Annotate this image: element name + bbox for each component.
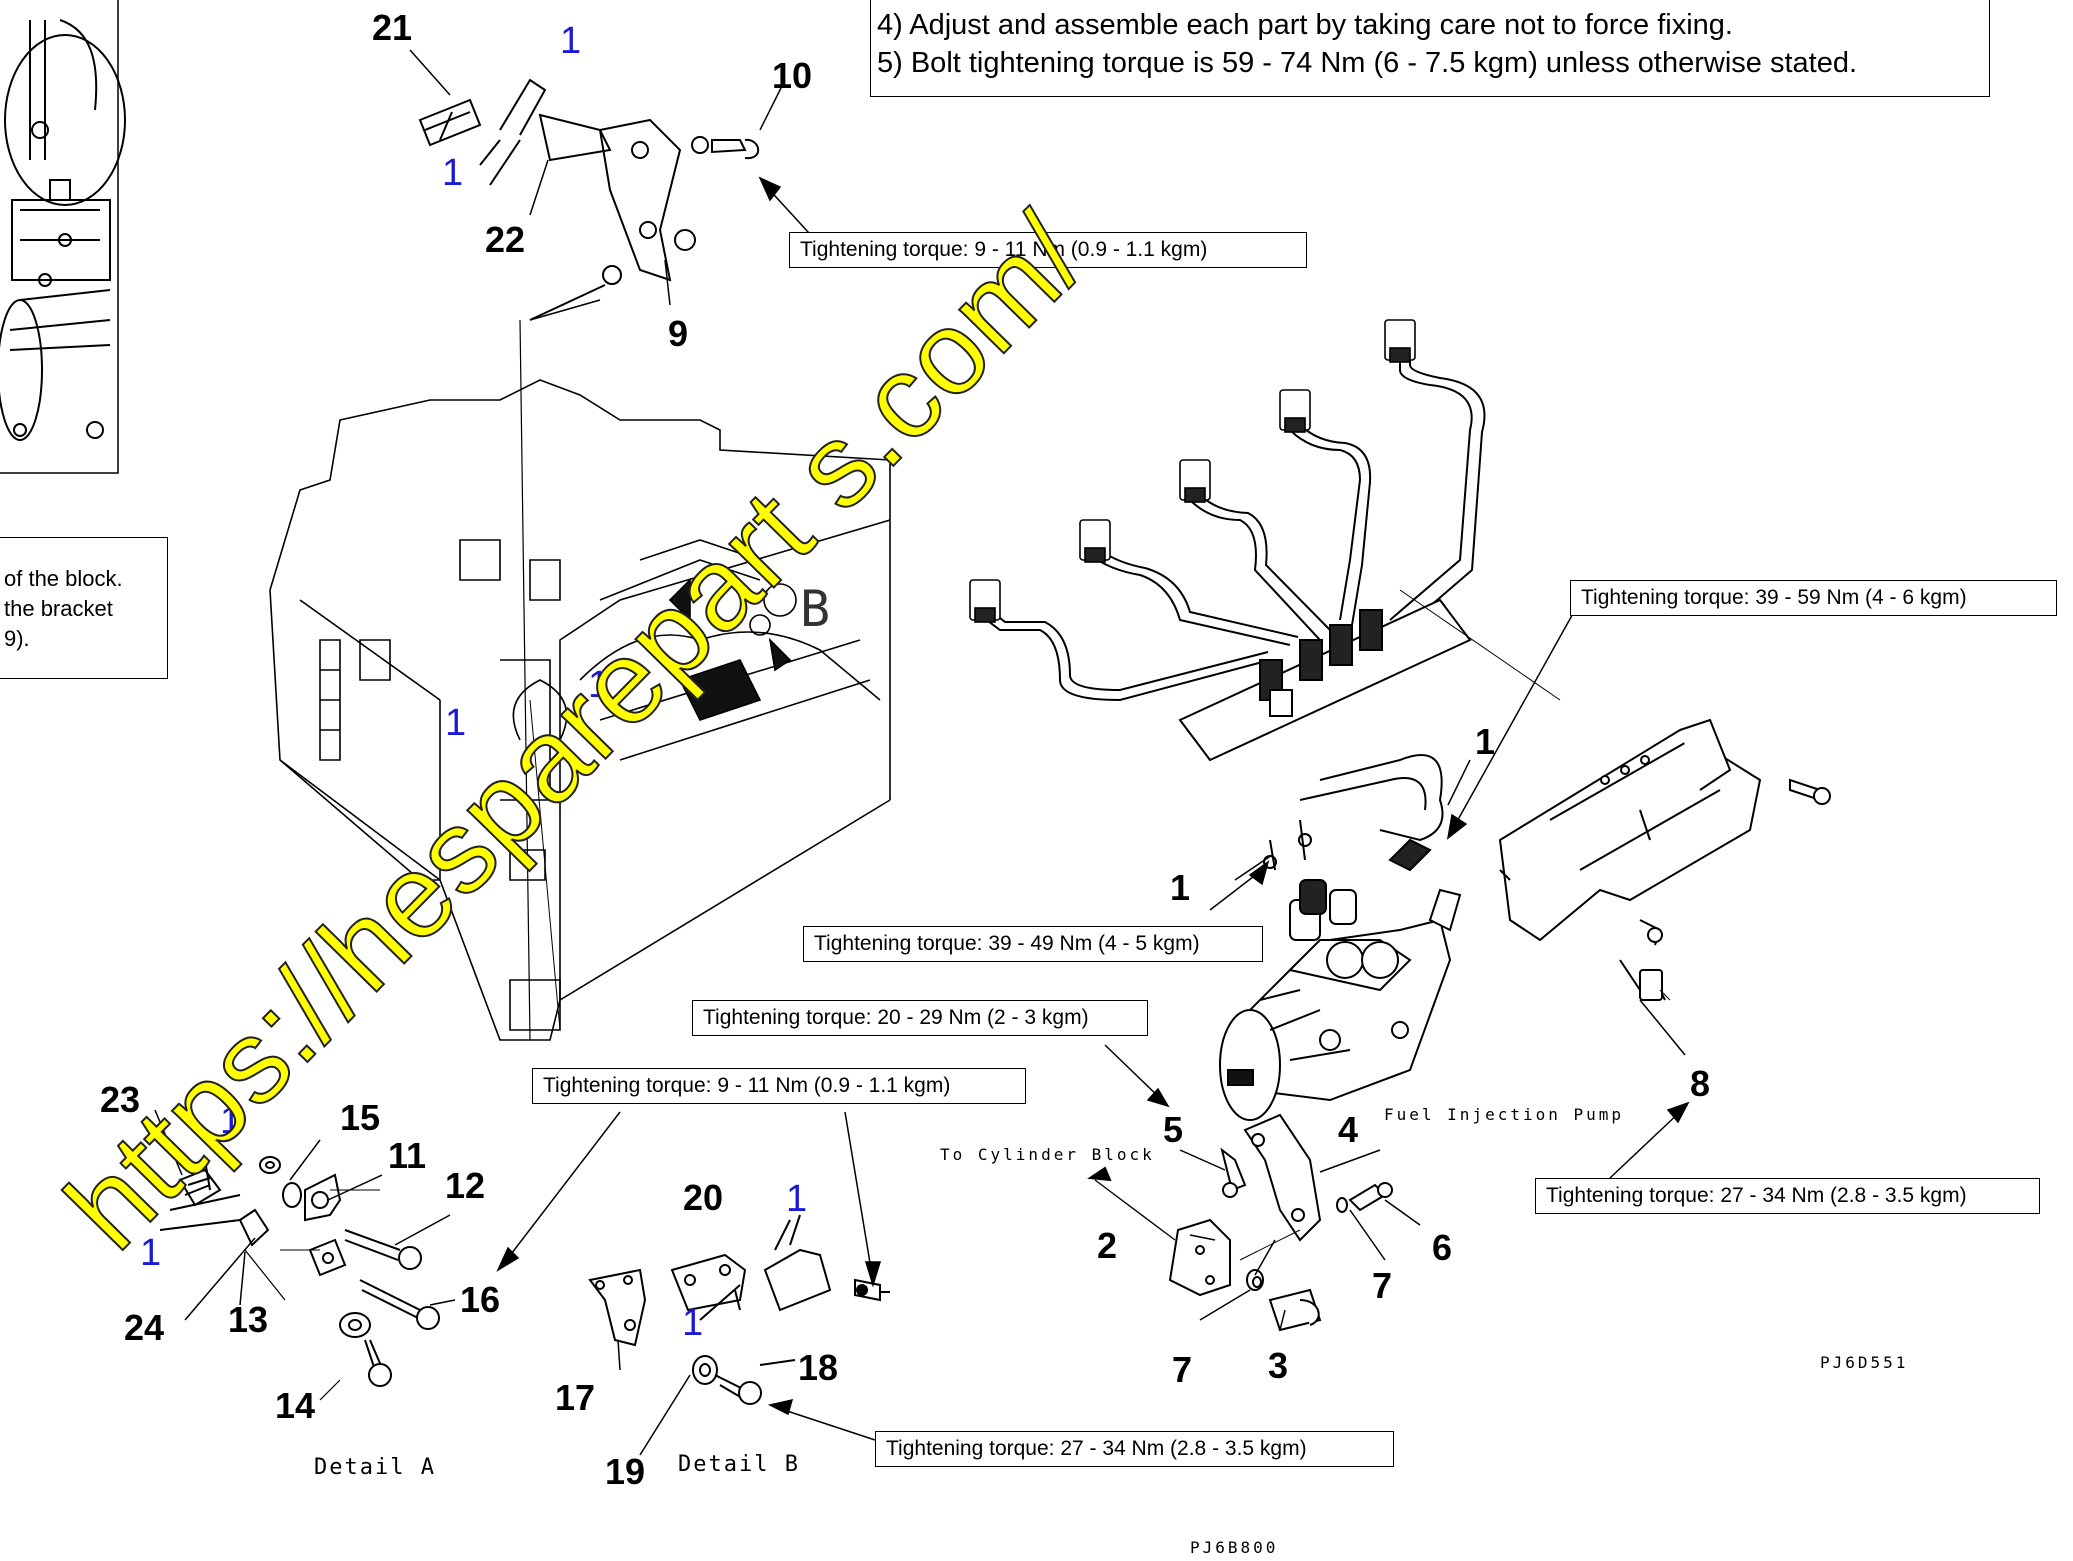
- pump-bracket-parts: [1087, 1113, 1393, 1332]
- torque-callout-bolt-18: Tightening torque: 27 - 34 Nm (2.8 - 3.5…: [875, 1431, 1394, 1467]
- part-number-16: 16: [460, 1279, 501, 1320]
- part-number-23: 23: [100, 1079, 141, 1120]
- left-note: of the block. the bracket 9).: [0, 537, 168, 679]
- detail-b-parts: [588, 1214, 890, 1405]
- left-note-line-2: the bracket: [4, 596, 113, 621]
- part-number-12: 12: [445, 1165, 486, 1206]
- part-number-5: 5: [1163, 1109, 1184, 1150]
- part-number-14: 14: [275, 1385, 316, 1426]
- pump-bracket-plate: [1399, 589, 1831, 1001]
- torque-callout-detail-b: Tightening torque: 9 - 11 Nm (0.9 - 1.1 …: [532, 1068, 1026, 1104]
- torque-callout-pipes: Tightening torque: 39 - 59 Nm (4 - 6 kgm…: [1570, 580, 2057, 616]
- part-number-1-upper: 1: [1475, 721, 1496, 762]
- reference-mark: 1: [442, 152, 464, 194]
- part-number-24: 24: [124, 1307, 165, 1348]
- reference-mark: 1: [682, 1302, 704, 1344]
- part-number-13: 13: [228, 1299, 269, 1340]
- fuel-injection-pump-label: Fuel Injection Pump: [1384, 1105, 1625, 1124]
- torque-callout-sensor-8: Tightening torque: 27 - 34 Nm (2.8 - 3.5…: [1535, 1178, 2040, 1214]
- part-number-15: 15: [340, 1097, 381, 1138]
- detail-b-marker: B: [800, 580, 831, 638]
- reference-mark: 1: [140, 1232, 162, 1274]
- part-number-7-left: 7: [1172, 1349, 1193, 1390]
- fuel-injection-pump: [1219, 879, 1462, 1121]
- top-bracket-assembly: [418, 78, 760, 321]
- part-number-18: 18: [798, 1347, 839, 1388]
- part-number-9: 9: [668, 313, 689, 354]
- reference-mark: 1: [588, 664, 610, 706]
- reference-mark: 1: [560, 20, 582, 62]
- to-cylinder-block-label: To Cylinder Block: [940, 1145, 1155, 1164]
- note-4: 4) Adjust and assemble each part by taki…: [877, 9, 1733, 41]
- part-number-19: 19: [605, 1451, 646, 1492]
- leader-lines: [154, 49, 1690, 1456]
- reference-mark: 1: [786, 1178, 808, 1220]
- part-number-2: 2: [1097, 1225, 1118, 1266]
- part-number-4: 4: [1338, 1109, 1359, 1150]
- part-number-11: 11: [388, 1135, 427, 1176]
- detail-b-label: Detail B: [678, 1452, 800, 1477]
- part-number-17: 17: [555, 1377, 596, 1418]
- fuel-pipes: [969, 319, 1486, 872]
- torque-callout-top: Tightening torque: 9 - 11 Nm (0.9 - 1.1 …: [789, 232, 1307, 268]
- part-number-10: 10: [772, 55, 813, 96]
- part-number-3: 3: [1268, 1345, 1289, 1386]
- part-number-7-right: 7: [1372, 1265, 1393, 1306]
- detail-a-parts: [159, 1156, 440, 1401]
- reference-mark: 1: [220, 1100, 242, 1142]
- inset-diagram: [0, 0, 126, 474]
- part-number-1-lower: 1: [1170, 867, 1191, 908]
- part-number-21: 21: [372, 7, 413, 48]
- part-number-20: 20: [683, 1177, 724, 1218]
- left-note-line-1: of the block.: [4, 566, 123, 591]
- drawing-code-pump: PJ6D551: [1820, 1353, 1909, 1372]
- torque-callout-bolt-5: Tightening torque: 20 - 29 Nm (2 - 3 kgm…: [692, 1000, 1148, 1036]
- reference-mark: 1: [445, 702, 467, 744]
- part-number-22: 22: [485, 219, 526, 260]
- left-note-line-3: 9).: [4, 626, 30, 651]
- note-5: 5) Bolt tightening torque is 59 - 74 Nm …: [877, 47, 1858, 79]
- part-number-6: 6: [1432, 1227, 1453, 1268]
- part-number-8: 8: [1690, 1063, 1711, 1104]
- detail-a-label: Detail A: [314, 1455, 436, 1480]
- torque-callout-pipe-1: Tightening torque: 39 - 49 Nm (4 - 5 kgm…: [803, 926, 1263, 962]
- drawing-code-page: PJ6B800: [1190, 1538, 1279, 1557]
- engine-block: [269, 299, 891, 1041]
- assembly-notes: 4) Adjust and assemble each part by taki…: [870, 0, 1990, 97]
